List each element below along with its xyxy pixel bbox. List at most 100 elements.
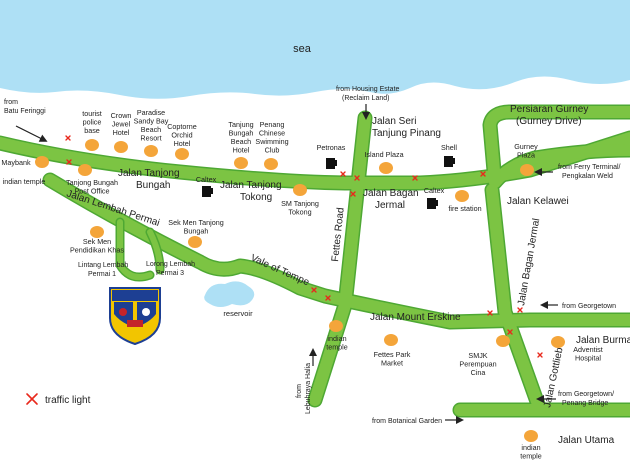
landmark-dot-island-plaza: [379, 162, 393, 174]
landmark-dot-penang-club: [264, 158, 278, 170]
road-label-lintang-2: Permai 1: [88, 271, 116, 278]
landmark-shell: Shell: [441, 143, 457, 152]
road-label-jalan-seri: Jalan Seri: [372, 116, 416, 127]
landmark-dots: [35, 139, 565, 442]
road-label-tanjong-tokong-2: Tokong: [240, 192, 272, 203]
dir-lebuhraya-2: Lebuhraya Halia: [305, 363, 312, 414]
road-label-utama: Jalan Utama: [558, 435, 615, 446]
school-crest-icon: [109, 287, 161, 346]
sea: [0, 0, 630, 99]
road-label-bagan-jermal-2: Jermal: [375, 200, 405, 211]
sea-label: sea: [293, 43, 312, 55]
road-label-mount-erskine: Jalan Mount Erskine: [370, 312, 461, 323]
traffic-light-icon-1: [65, 135, 71, 141]
landmark-dot-adventist: [551, 336, 565, 348]
dir-housing-1: from Housing Estate: [336, 86, 400, 93]
road-label-burma: Jalan Burma: [576, 335, 630, 346]
traffic-light-markers: [65, 135, 543, 358]
landmark-maybank: Maybank: [1, 158, 31, 167]
landmark-dot-maybank: [35, 156, 49, 168]
road-label-tanjong-bungah-2: Bungah: [136, 180, 170, 191]
dir-lebuhraya-1: from: [296, 384, 303, 398]
landmark-dot-fettes-park: [384, 334, 398, 346]
traffic-light-icon-10: [487, 310, 493, 316]
legend: traffic light: [26, 393, 91, 406]
dir-georgetown-penang-1: from Georgetown/: [558, 391, 614, 398]
road-label-lintang: Lintang Lembah: [78, 262, 128, 269]
dir-georgetown-penang-2: Penang Bridge: [562, 400, 608, 407]
reservoir: [204, 281, 255, 307]
fuel-pump-icon-caltex-2: [427, 198, 438, 209]
landmark-dot-fire-station: [455, 190, 469, 202]
road-label-kelawei: Jalan Kelawei: [507, 196, 569, 207]
traffic-light-icon-2: [66, 159, 72, 165]
landmark-dot-coptorne: [175, 148, 189, 160]
reservoir-label: reservoir: [223, 309, 253, 318]
landmark-dot-crown: [114, 141, 128, 153]
traffic-light-icon-7: [480, 171, 486, 177]
road-label-gurney: Persiaran Gurney: [510, 104, 588, 115]
landmark-dot-sekmen-pk: [90, 226, 104, 238]
traffic-light-icon: [26, 393, 38, 405]
traffic-light-icon-9: [325, 295, 331, 301]
legend-traffic-light: traffic light: [45, 395, 91, 406]
road-label-lorong: Lorong Lembah: [146, 261, 195, 268]
landmark-dot-tourist: [85, 139, 99, 151]
landmark-petronas: Petronas: [317, 143, 346, 152]
petrol-station-icons: [202, 156, 455, 209]
landmark-indian-temple: indian temple: [3, 177, 46, 186]
road-label-tanjong-tokong: Jalan Tanjong: [220, 180, 282, 191]
road-label-jalan-seri-2: Tanjung Pinang: [372, 128, 441, 139]
landmark-dot-temple-3: [524, 430, 538, 442]
landmark-dot-tjpost: [78, 164, 92, 176]
traffic-light-icon-12: [507, 329, 513, 335]
fuel-pump-icon-shell: [444, 156, 455, 167]
dir-housing-2: (Reclaim Land): [342, 95, 389, 102]
road-network: [0, 104, 630, 418]
landmark-dot-temple-2: [329, 320, 343, 332]
landmark-dot-sm-tokong: [293, 184, 307, 196]
traffic-light-icon-13: [537, 352, 543, 358]
fuel-pump-icon-caltex-1: [202, 186, 213, 197]
landmark-dot-sekmen-tb: [188, 236, 202, 248]
traffic-light-icon-4: [340, 171, 346, 177]
dir-georgetown: from Georgetown: [562, 303, 616, 310]
fuel-pump-icon-petronas: [326, 158, 337, 169]
road-label-lorong-2: Permai 3: [156, 270, 184, 277]
landmark-caltex-1: Caltex: [196, 175, 217, 184]
traffic-light-icon-5: [350, 191, 356, 197]
landmark-dot-gurney-plaza: [520, 164, 534, 176]
traffic-light-icon-6: [412, 175, 418, 181]
landmark-fire-station: fire station: [448, 204, 481, 213]
road-label-bagan-jermal-vertical: Jalan Bagan Jermal: [516, 218, 542, 307]
dir-ferry-1: from Ferry Terminal/: [558, 164, 621, 171]
dir-batu-2: Batu Feringgi: [4, 108, 46, 115]
landmark-dot-tjbeach: [234, 157, 248, 169]
dir-ferry-2: Pengkalan Weld: [562, 173, 613, 180]
arrow-batu-feringgi: [15, 125, 48, 142]
traffic-light-icon-11: [517, 307, 523, 313]
traffic-light-icon-8: [311, 287, 317, 293]
road-label-bagan-jermal: Jalan Bagan: [363, 188, 419, 199]
traffic-light-icon-3: [354, 175, 360, 181]
landmark-dot-paradise: [144, 145, 158, 157]
landmark-caltex-2: Caltex: [424, 186, 445, 195]
dir-botanical: from Botanical Garden: [372, 418, 442, 425]
landmark-island-plaza: Island Plaza: [364, 150, 403, 159]
